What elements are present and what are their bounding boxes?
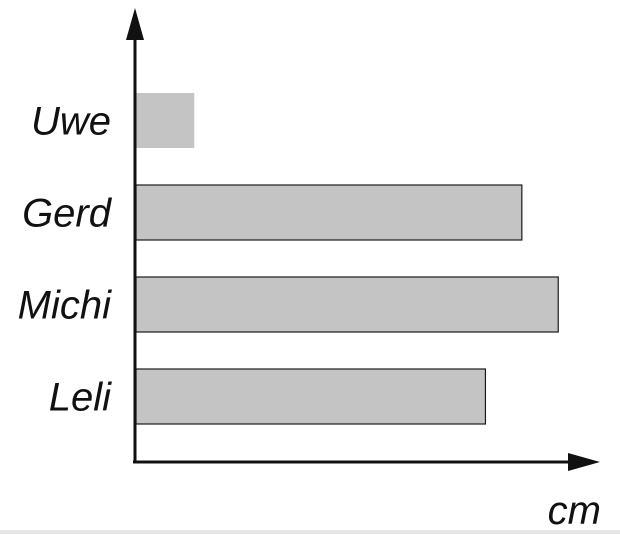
category-label-michi: Michi: [18, 284, 112, 328]
category-label-gerd: Gerd: [22, 192, 113, 236]
x-axis-label: cm: [548, 489, 601, 533]
bar-uwe: [136, 93, 195, 148]
bar-leli: [135, 368, 487, 425]
bar-michi: [135, 276, 559, 333]
bar-gerd: [135, 184, 523, 241]
bottom-strip: [0, 530, 620, 534]
x-axis-arrow-icon: [568, 453, 600, 471]
category-label-leli: Leli: [49, 376, 112, 420]
y-axis-arrow-icon: [126, 8, 144, 40]
bars-group: [135, 93, 559, 425]
category-label-uwe: Uwe: [31, 100, 111, 144]
